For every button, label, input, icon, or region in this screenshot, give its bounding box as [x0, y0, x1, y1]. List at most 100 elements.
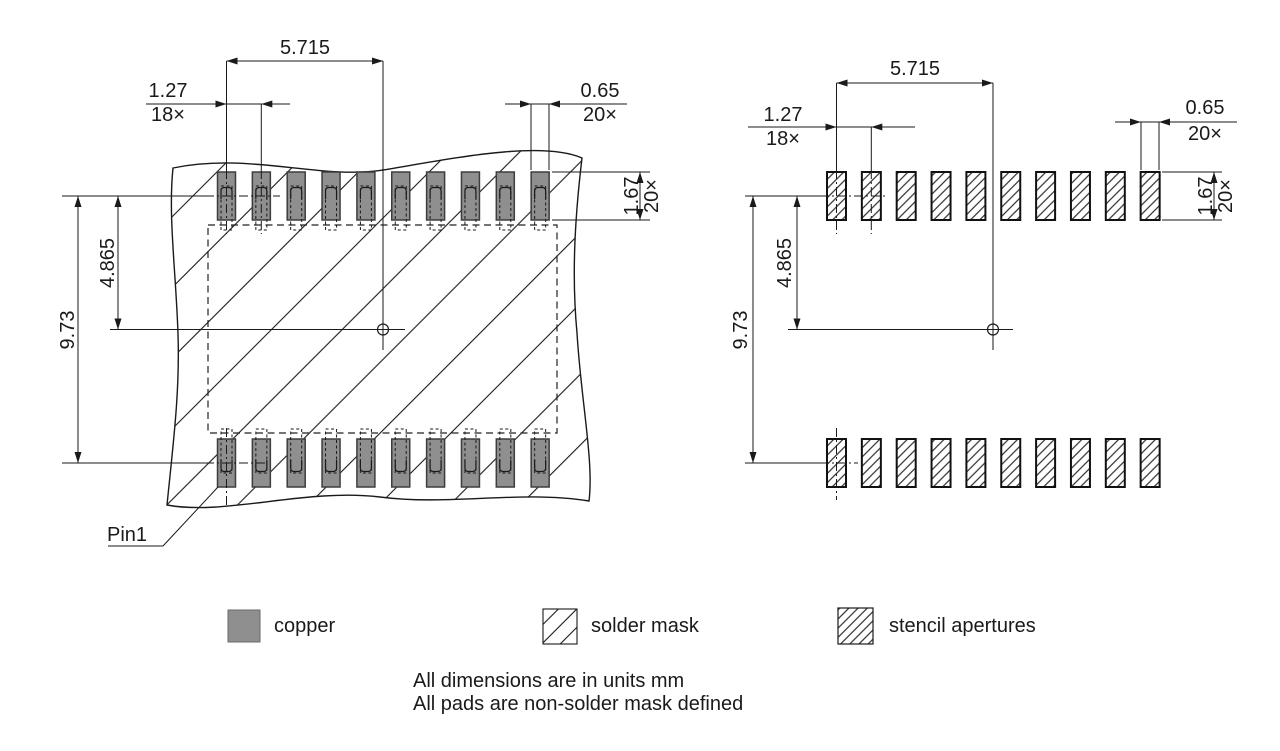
- stencil-aperture: [1104, 438, 1126, 488]
- legend-copper-label: copper: [274, 615, 335, 637]
- component-lead-outline: [394, 185, 407, 231]
- stencil-aperture: [1139, 438, 1161, 488]
- dim-row-span-left: 9.73: [57, 311, 79, 350]
- lead-toe-bracket: [290, 186, 303, 199]
- stencil-aperture: [1000, 171, 1022, 221]
- copper-pad: [356, 438, 376, 488]
- dim-pad-width-count-right: 20×: [1188, 123, 1222, 145]
- center-origin-marker-left: [376, 323, 390, 336]
- stencil-aperture: [1035, 438, 1057, 488]
- dimension-arrow: [836, 79, 848, 87]
- dim-pitch-count-left: 18×: [151, 104, 185, 126]
- lead-toe-bracket: [534, 186, 547, 199]
- center-origin-marker-right: [986, 323, 1000, 336]
- legend-stencil-label: stencil apertures: [889, 615, 1036, 637]
- dimension-arrow: [871, 123, 883, 131]
- lead-toe-bracket: [324, 460, 338, 473]
- component-lead-outline: [534, 428, 547, 474]
- copper-pad: [391, 438, 411, 488]
- pin1-label: Pin1: [107, 524, 147, 546]
- legend-stencil-swatch: [837, 607, 874, 645]
- lead-toe-bracket: [429, 460, 442, 473]
- lead-toe-bracket: [464, 460, 477, 473]
- dimension-line: [162, 486, 219, 547]
- stencil-apertures-group: [826, 171, 1161, 488]
- stencil-aperture: [895, 438, 917, 488]
- component-lead-outline: [464, 428, 477, 474]
- legend-solder-mask-swatch: [542, 608, 578, 645]
- dim-pad-width-right: 0.65: [1186, 97, 1225, 119]
- dimension-arrow: [749, 452, 757, 463]
- lead-toe-bracket: [290, 460, 303, 473]
- stencil-aperture: [965, 171, 987, 221]
- dimension-arrow: [74, 452, 82, 463]
- copper-pad: [425, 171, 446, 221]
- component-lead-outline: [325, 185, 338, 231]
- lead-toe-bracket: [534, 460, 547, 473]
- dimension-arrow: [793, 196, 801, 207]
- stencil-aperture: [1069, 438, 1091, 488]
- dim-pad-width-count-left: 20×: [583, 104, 617, 126]
- dimension-arrow: [825, 123, 837, 131]
- copper-pad: [391, 171, 411, 221]
- dim-center-offset-left: 4.865: [97, 238, 119, 288]
- component-lead-outline: [464, 185, 477, 231]
- dim-pad-height-count-left: 20×: [641, 179, 663, 213]
- component-lead-outline: [429, 185, 442, 231]
- dim-pad-height-left: 1.67: [621, 177, 643, 216]
- dim-pitch-right: 1.27: [764, 104, 803, 126]
- stencil-aperture: [930, 438, 952, 488]
- lead-toe-bracket: [394, 186, 407, 199]
- dim-center-span-right: 5.715: [890, 58, 940, 80]
- component-lead-outline: [290, 428, 303, 474]
- dim-pitch-left: 1.27: [149, 80, 188, 102]
- lead-toe-bracket: [499, 186, 512, 199]
- component-lead-outline: [499, 428, 512, 474]
- lead-toe-bracket: [255, 460, 268, 473]
- copper-pad: [286, 171, 306, 221]
- dim-center-span-left: 5.715: [280, 37, 330, 59]
- lead-toe-bracket: [464, 186, 477, 199]
- component-lead-outline: [499, 185, 512, 231]
- dimension-arrow: [636, 172, 644, 183]
- dimension-arrow: [1210, 209, 1218, 220]
- dim-pad-height-right: 1.67: [1195, 177, 1217, 216]
- lead-toe-bracket: [499, 460, 512, 473]
- dimension-arrow: [749, 196, 757, 207]
- lead-toe-bracket: [359, 186, 372, 199]
- dim-pitch-count-right: 18×: [766, 128, 800, 150]
- copper-pad: [321, 438, 341, 488]
- dimension-annotations: [62, 57, 1237, 547]
- copper-pad: [530, 438, 550, 488]
- copper-pad: [286, 438, 306, 488]
- copper-pad: [495, 171, 516, 221]
- copper-pad: [321, 171, 341, 221]
- dimension-arrow: [74, 196, 82, 207]
- stencil-aperture: [930, 171, 952, 221]
- stencil-aperture: [860, 438, 882, 488]
- copper-pad: [356, 171, 376, 221]
- stencil-aperture: [1139, 171, 1161, 221]
- stencil-aperture: [1069, 171, 1091, 221]
- dimension-arrow: [215, 100, 227, 108]
- dimension-arrow: [549, 100, 560, 108]
- component-lead-outline: [359, 185, 372, 231]
- lead-toe-bracket: [359, 460, 372, 473]
- legend: copper solder mask stencil apertures: [227, 607, 1036, 645]
- note-units: All dimensions are in units mm: [413, 670, 684, 692]
- copper-pad: [460, 171, 481, 221]
- dim-center-offset-right: 4.865: [774, 238, 796, 288]
- dimension-arrow: [520, 100, 531, 108]
- stencil-aperture: [895, 171, 917, 221]
- dimension-arrow: [372, 57, 383, 65]
- note-mask-defined: All pads are non-solder mask defined: [413, 693, 743, 715]
- component-lead-outline: [359, 428, 372, 474]
- stencil-aperture: [965, 438, 987, 488]
- right-diagram-stencil-apertures: [826, 171, 1161, 488]
- dimension-arrow: [114, 196, 122, 207]
- dimension-arrow: [114, 318, 122, 330]
- copper-pads-group: [216, 171, 550, 488]
- component-lead-outline: [394, 428, 407, 474]
- lead-toe-bracket: [429, 186, 442, 199]
